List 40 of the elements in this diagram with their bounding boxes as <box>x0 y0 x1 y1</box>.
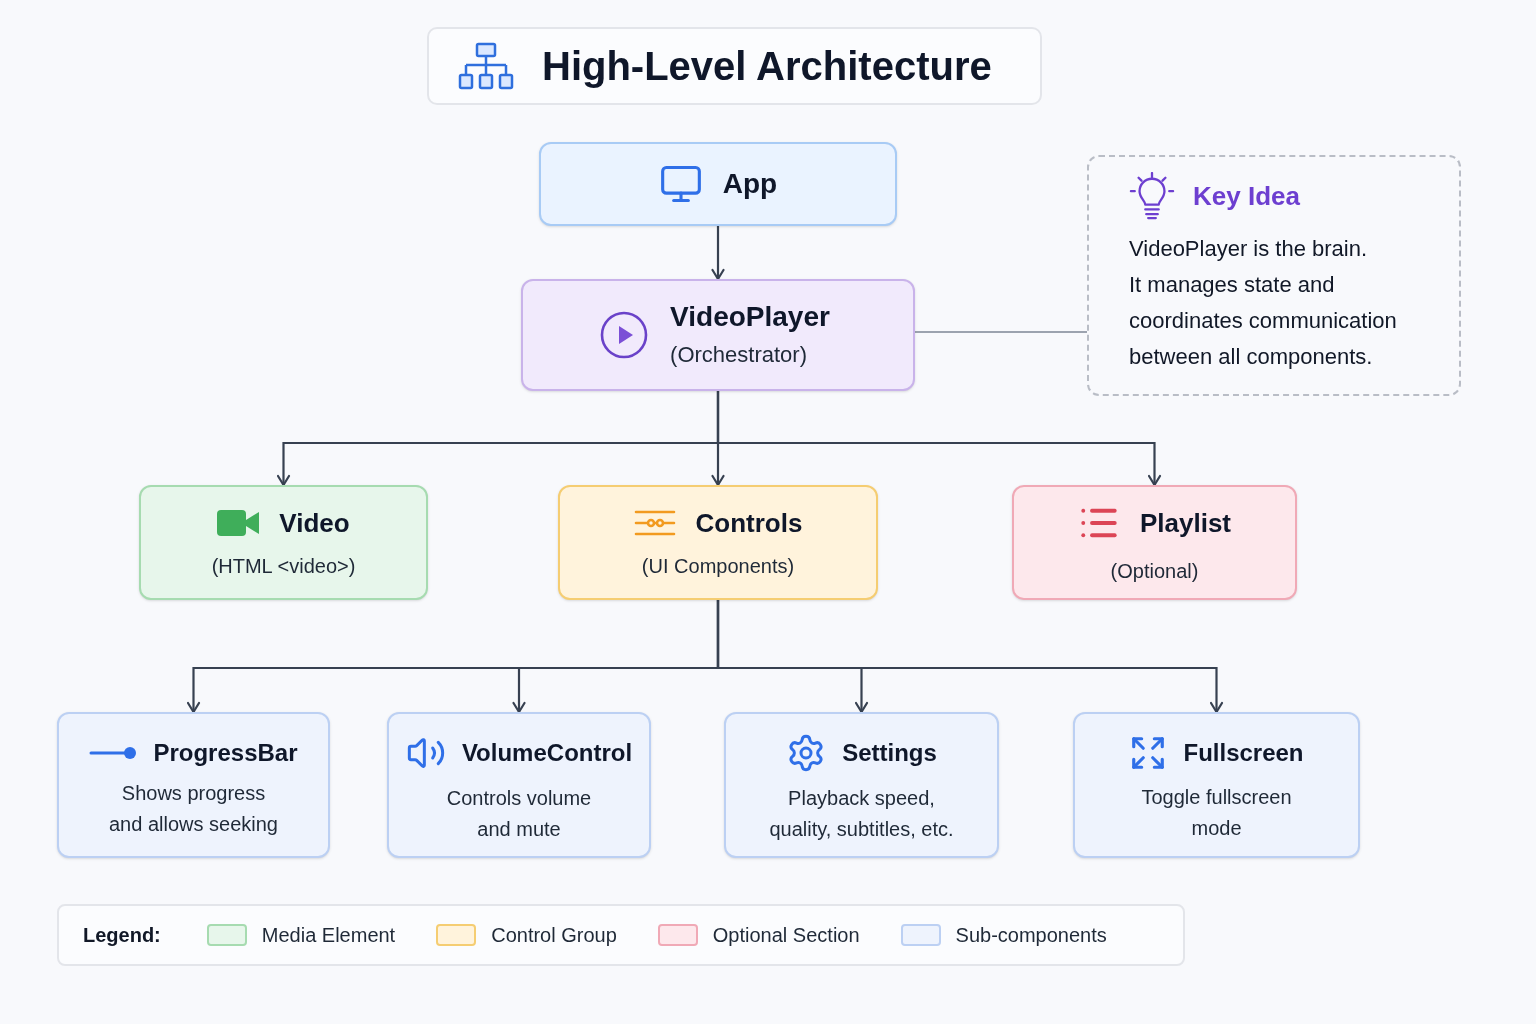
node-title: Settings <box>842 738 937 768</box>
node-description: Controls volume and mute <box>445 786 593 842</box>
arrow <box>716 600 1224 714</box>
note-title: Key Idea <box>1193 180 1300 212</box>
component-box <box>724 712 999 858</box>
component-box <box>139 485 428 600</box>
node-subtitle: (Optional) <box>1110 558 1199 584</box>
component-box <box>521 279 915 391</box>
node-title: App <box>722 167 778 201</box>
component-box <box>57 712 330 858</box>
component-box <box>539 142 897 226</box>
node-title: Video <box>279 506 350 539</box>
note-box <box>1087 155 1461 396</box>
node-title: Playlist <box>1139 506 1232 539</box>
legend-heading: Legend: <box>83 923 161 948</box>
legend-label: Sub-components <box>955 923 1107 948</box>
node-description: Shows progress and allows seeking <box>108 781 279 837</box>
legend-label: Control Group <box>491 923 617 948</box>
arrow <box>716 391 1162 487</box>
node-subtitle: (HTML <video>) <box>211 553 356 579</box>
node-subtitle: (UI Components) <box>641 553 795 579</box>
note-text: It manages state and coordinates communication between all components. <box>1129 271 1398 371</box>
component-box <box>558 485 878 600</box>
node-title: VideoPlayer <box>670 301 830 333</box>
node-title: VolumeControl <box>461 738 633 768</box>
node-title: Controls <box>695 506 803 539</box>
connector-line <box>915 330 1087 334</box>
legend-label: Optional Section <box>712 923 860 948</box>
component-box <box>1073 712 1360 858</box>
node-description: Toggle fullscreen mode <box>1140 785 1293 841</box>
note-text: VideoPlayer is the brain. <box>1129 235 1369 263</box>
node-title: Fullscreen <box>1183 738 1304 768</box>
node-description: Playback speed, quality, subtitles, etc. <box>768 786 955 842</box>
node-subtitle: (Orchestrator) <box>670 341 808 369</box>
diagram-title: High-Level Architecture <box>542 43 992 90</box>
arrow <box>711 226 725 281</box>
component-box <box>1012 485 1297 600</box>
component-box <box>387 712 651 858</box>
legend-label: Media Element <box>261 923 396 948</box>
node-title: ProgressBar <box>153 738 298 768</box>
